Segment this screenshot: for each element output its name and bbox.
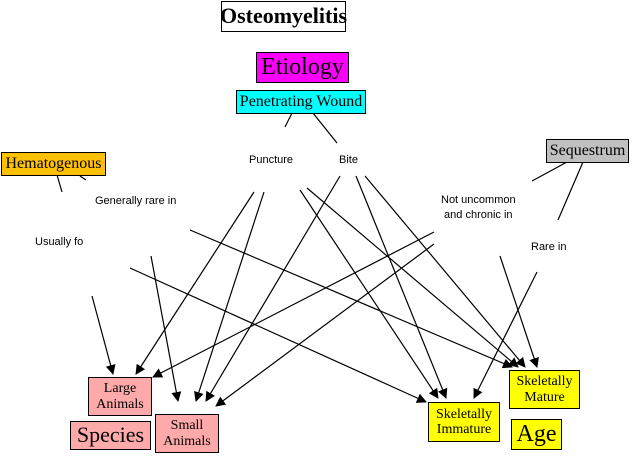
arrow-usually-large (91, 295, 116, 375)
generally-rare-label: Generally rare in (95, 195, 177, 207)
age-box: Age (511, 419, 562, 450)
hematogenous-box[interactable]: Hematogenous (1, 152, 106, 176)
age-text: Age (516, 421, 557, 448)
etiology-text: Etiology (261, 54, 344, 81)
skeletally-mature-box[interactable]: Skeletally Mature (509, 370, 580, 409)
arrow-generally-small (150, 255, 182, 402)
arrow-bite-immature (355, 175, 448, 399)
large-animals-line1: Large (103, 381, 137, 397)
usually-label: Usually fo (35, 236, 84, 248)
line-wound-bite (312, 112, 338, 144)
arrow-puncture-small (194, 191, 265, 402)
sequestrum-box[interactable]: Sequestrum (546, 139, 629, 163)
arrow-puncture-immature (299, 189, 439, 399)
large-animals-line2: Animals (96, 396, 144, 412)
line-hemato-b (79, 175, 87, 181)
small-animals-box[interactable]: Small Animals (155, 414, 219, 453)
arrow-bite-small (205, 175, 341, 402)
line-wound-puncture (284, 112, 293, 128)
line-seq-a (531, 161, 568, 182)
penetrating-wound-box[interactable]: Penetrating Wound (236, 90, 366, 114)
not-uncommon-line2: and chronic in (444, 209, 513, 221)
rare-in-label: Rare in (531, 241, 567, 253)
small-animals-line2: Animals (163, 433, 211, 449)
skeletally-mature-line1: Skeletally (516, 374, 573, 390)
sequestrum-text: Sequestrum (549, 142, 626, 160)
arrow-rare-mature (499, 255, 539, 368)
skeletally-immature-box[interactable]: Skeletally Immature (428, 402, 500, 442)
skeletally-immature-line1: Skeletally (436, 406, 492, 422)
arrow-generally-mature (189, 229, 513, 369)
arrow-puncture-large (135, 191, 255, 375)
species-box: Species (70, 421, 151, 450)
line-hemato-a (56, 174, 63, 193)
small-animals-line1: Small (170, 418, 204, 434)
etiology-box: Etiology (256, 52, 349, 83)
title-text: Osteomyelitis (219, 3, 348, 29)
bite-label: Bite (339, 154, 358, 166)
arrow-puncture-mature (306, 187, 519, 368)
puncture-label: Puncture (249, 154, 294, 166)
skeletally-mature-line2: Mature (524, 389, 565, 405)
arrow-notuncommon-small (215, 243, 435, 407)
not-uncommon-line1: Not uncommon (441, 194, 516, 206)
penetrating-wound-text: Penetrating Wound (239, 93, 363, 111)
skeletally-immature-line2: Immature (436, 422, 492, 437)
hematogenous-text: Hematogenous (5, 155, 102, 173)
large-animals-box[interactable]: Large Animals (88, 377, 152, 416)
arrow-rare-immature (473, 271, 538, 399)
arrow-usually-immature (129, 267, 427, 403)
title-box: Osteomyelitis (219, 1, 348, 32)
arrow-bite-mature (364, 175, 526, 368)
species-text: Species (76, 422, 145, 448)
line-seq-b (557, 161, 584, 221)
not-uncommon-label: Not uncommon and chronic in (441, 193, 516, 223)
